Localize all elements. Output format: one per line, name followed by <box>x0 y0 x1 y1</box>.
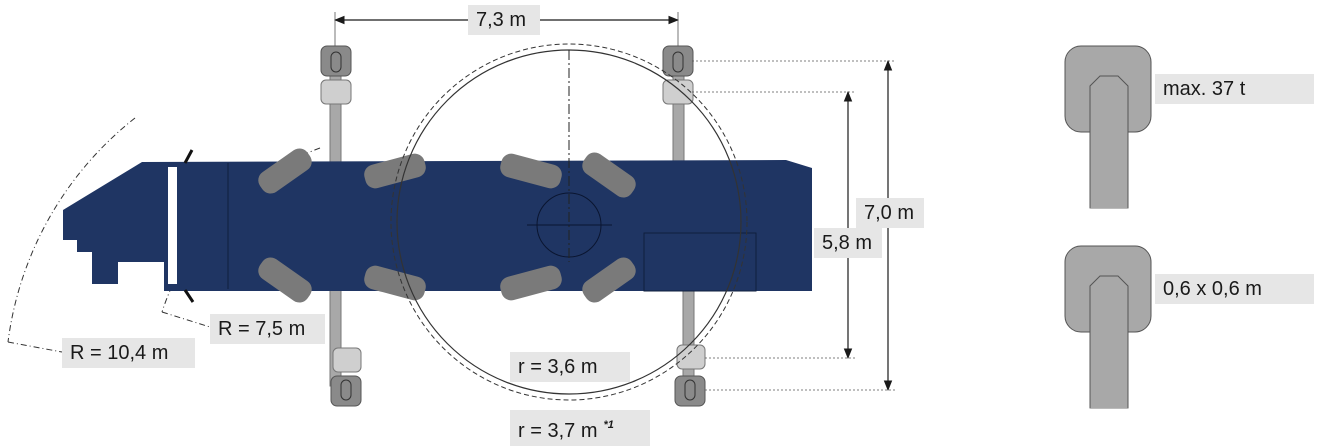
pad-max-load-label: max. 37 t <box>1155 74 1314 104</box>
outrigger-pad-front-left <box>320 45 352 105</box>
tyre-2-bottom <box>364 265 426 301</box>
radius-label-inner: R = 7,5 m <box>210 314 325 344</box>
counterweight-radius-label: r = 3,7 m *1 <box>510 410 650 446</box>
counterweight-circle <box>390 43 748 401</box>
dim-label-5-8: 5,8 m <box>814 228 882 258</box>
counterweight-box <box>643 232 757 292</box>
dim-label-7-0: 7,0 m <box>856 198 924 228</box>
turning-radius-outer-arc <box>7 117 136 343</box>
radius-label-outer: R = 10,4 m <box>62 338 195 368</box>
turning-radius-inner-leader <box>161 311 211 328</box>
outrigger-pad-rear-left <box>330 347 362 407</box>
tyre-4-top <box>582 152 636 198</box>
tyre-3-bottom <box>500 265 562 301</box>
counterweight-radius-text: r = 3,7 m <box>518 420 598 442</box>
tyre-4-bottom <box>582 257 636 303</box>
pad-detail-size <box>1064 245 1152 409</box>
tyre-3-top <box>500 153 562 189</box>
mirror-top <box>183 149 194 164</box>
outrigger-pad-rear-right <box>674 344 706 407</box>
superstructure-radius-label: r = 3,6 m <box>510 352 630 382</box>
dim-label-7-3: 7,3 m <box>468 5 540 35</box>
tyre-1-bottom <box>258 257 312 303</box>
mirror-bottom <box>183 289 195 303</box>
tyre-2-top <box>364 153 426 189</box>
pad-size-label: 0,6 x 0,6 m <box>1155 274 1314 304</box>
tyre-1-top <box>258 148 312 194</box>
cab-separator <box>168 167 177 284</box>
pad-detail-max-load <box>1064 45 1152 209</box>
tyres <box>258 148 636 303</box>
turning-radius-outer-leader <box>7 341 63 353</box>
counterweight-footnote: *1 <box>603 419 614 431</box>
outrigger-pad-front-right <box>662 45 694 105</box>
